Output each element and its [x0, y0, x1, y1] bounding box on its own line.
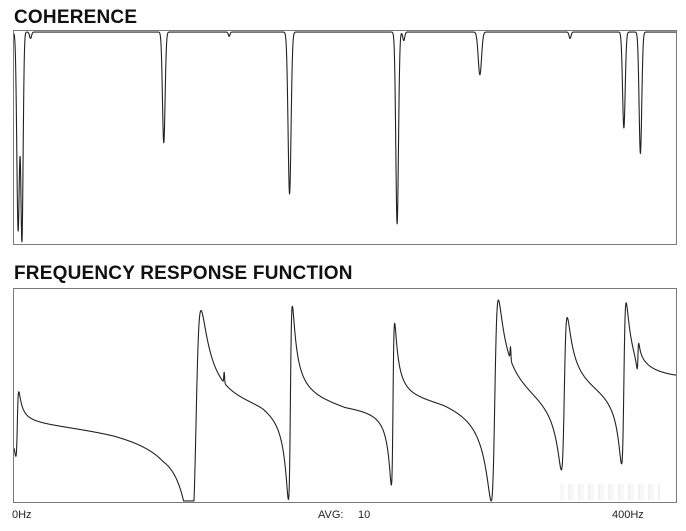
avg-value: 10: [358, 509, 371, 521]
coherence-series-line: [14, 31, 676, 243]
frf-chart-svg: [14, 299, 676, 502]
noise-artifact: [560, 484, 660, 500]
coherence-chart-svg: [14, 31, 676, 243]
frf-title: FREQUENCY RESPONSE FUNCTION: [14, 263, 353, 284]
coherence-title: COHERENCE: [14, 7, 138, 28]
coherence-plot: [13, 30, 677, 245]
frf-plot: [13, 288, 677, 503]
x-axis-start-label: 0Hz: [12, 509, 32, 521]
avg-label: AVG:: [318, 509, 344, 521]
frf-series-line: [14, 299, 676, 502]
x-axis-end-label: 400Hz: [612, 509, 644, 521]
